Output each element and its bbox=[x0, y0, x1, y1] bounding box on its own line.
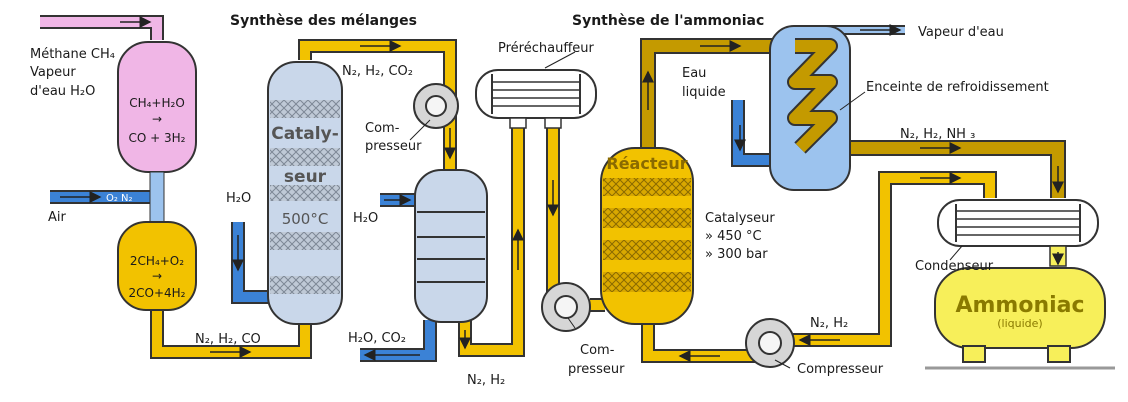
catalyst-temp: 500°C bbox=[282, 210, 329, 228]
reformer-primary: CH₄+H₂O → CO + 3H₂ bbox=[117, 41, 197, 223]
reformer-secondary: 2CH₄+O₂ → 2CO+4H₂ bbox=[117, 221, 197, 311]
flow-arrows bbox=[60, 16, 1064, 362]
title-mixing: Synthèse des mélanges bbox=[230, 13, 417, 29]
reactor: Réacteur bbox=[600, 147, 694, 325]
label-n2h2-right: N₂, H₂ bbox=[810, 316, 848, 331]
label-methane: Méthane CH₄ bbox=[30, 47, 115, 62]
label-compressor1-1: Com- bbox=[365, 121, 400, 136]
reformer2-line2: → bbox=[152, 269, 162, 283]
leader-lines bbox=[409, 51, 963, 369]
label-compressor2-2: presseur bbox=[568, 362, 625, 377]
preheater bbox=[475, 69, 597, 129]
label-steam: Vapeur d'eau bbox=[918, 25, 1004, 40]
title-ammonia: Synthèse de l'ammoniac bbox=[572, 13, 764, 29]
label-compressor2-1: Com- bbox=[580, 343, 615, 358]
label-gas-top: N₂, H₂, CO₂ bbox=[342, 64, 413, 79]
catalyst-column: Cataly- seur 500°C bbox=[267, 61, 343, 325]
reformer1-line3: CO + 3H₂ bbox=[129, 131, 186, 145]
reformer1-line1: CH₄+H₂O bbox=[129, 96, 185, 110]
label-air: Air bbox=[48, 210, 67, 225]
label-compressor3: Compresseur bbox=[797, 362, 884, 377]
scrubber-column bbox=[414, 169, 488, 323]
label-condenser: Condenseur bbox=[915, 259, 994, 274]
compressor-1 bbox=[413, 83, 459, 129]
catalyst-label-1: Cataly- bbox=[271, 124, 339, 144]
reactor-label: Réacteur bbox=[606, 154, 687, 173]
label-h2o-co2: H₂O, CO₂ bbox=[348, 331, 406, 346]
label-n2h2-bottom: N₂, H₂ bbox=[467, 373, 505, 388]
label-catalyst-r-2: » 450 °C bbox=[705, 229, 762, 244]
label-catalyst-r-3: » 300 bar bbox=[705, 247, 768, 262]
compressor-2 bbox=[541, 282, 591, 332]
reformer2-line1: 2CH₄+O₂ bbox=[130, 254, 184, 268]
label-compressor1-2: presseur bbox=[365, 139, 422, 154]
label-o2n2: O₂ N₂ bbox=[106, 193, 133, 204]
cooling-chamber bbox=[769, 25, 851, 191]
label-water-1: Eau bbox=[682, 66, 706, 81]
ammonia-liquid-label: (liquide) bbox=[997, 317, 1042, 330]
reformer2-line3: 2CO+4H₂ bbox=[129, 286, 186, 300]
label-h2o-mid: H₂O bbox=[353, 211, 378, 226]
label-water-2: liquide bbox=[682, 85, 726, 100]
label-h2o-left: H₂O bbox=[226, 191, 251, 206]
label-water: d'eau H₂O bbox=[30, 84, 95, 99]
label-cooling: Enceinte de refroidissement bbox=[866, 80, 1049, 95]
label-n2h2nh3: N₂, H₂, NH ₃ bbox=[900, 127, 975, 142]
ammonia-tank: Ammoniac (liquide) bbox=[925, 267, 1115, 370]
pipe-h2o-left bbox=[231, 222, 272, 304]
label-preheater: Préréchauffeur bbox=[498, 41, 595, 56]
reformer1-line2: → bbox=[152, 112, 162, 126]
condenser bbox=[937, 199, 1099, 267]
ammonia-label: Ammoniac bbox=[955, 293, 1084, 318]
compressor-3 bbox=[745, 318, 795, 368]
label-vapor: Vapeur bbox=[30, 65, 76, 80]
catalyst-label-2: seur bbox=[284, 167, 327, 187]
label-gas-bottom: N₂, H₂, CO bbox=[195, 332, 261, 347]
label-catalyst-r-1: Catalyseur bbox=[705, 211, 775, 226]
pipe-recycle-loop bbox=[641, 320, 760, 363]
